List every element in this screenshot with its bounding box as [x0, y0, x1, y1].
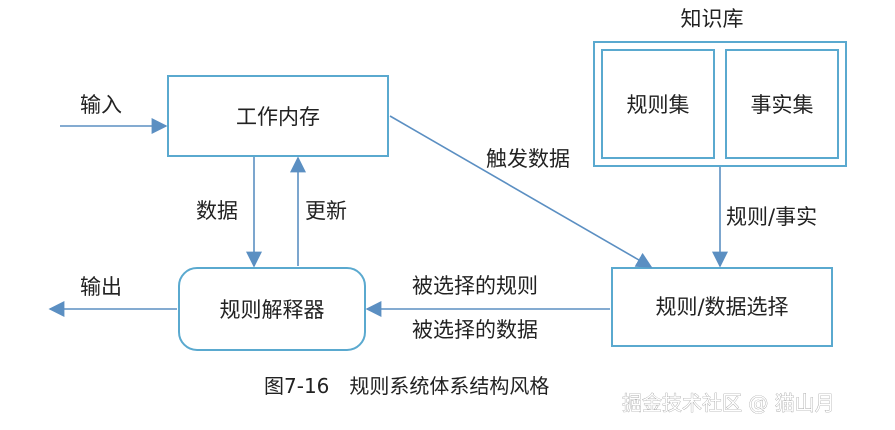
trigger-data-label: 触发数据	[486, 147, 570, 171]
update-edge: 更新	[290, 156, 347, 266]
input-label: 输入	[80, 93, 122, 117]
rule-interpreter-node: 规则解释器	[178, 267, 366, 351]
working-memory-node: 工作内存	[167, 75, 389, 157]
rules-facts-edge: 规则/事实	[712, 167, 817, 268]
rule-interpreter-label: 规则解释器	[220, 298, 325, 322]
data-label: 数据	[196, 199, 238, 223]
selected-edge: 被选择的规则 被选择的数据	[365, 274, 610, 342]
data-edge: 数据	[196, 157, 262, 268]
figure-caption: 图7-16 规则系统体系结构风格	[264, 374, 549, 398]
rule-data-selection-label: 规则/数据选择	[655, 295, 788, 319]
rule-data-selection-node: 规则/数据选择	[611, 267, 833, 347]
selected-rules-label: 被选择的规则	[412, 274, 538, 298]
watermark: 掘金技术社区 @ 猫山月	[622, 391, 835, 415]
working-memory-label: 工作内存	[236, 105, 320, 129]
rule-set-label: 规则集	[627, 93, 690, 117]
output-edge: 输出	[48, 275, 177, 317]
trigger-data-edge: 触发数据	[389, 115, 653, 268]
fact-set-label: 事实集	[751, 93, 814, 117]
input-edge: 输入	[60, 93, 168, 134]
update-label: 更新	[305, 199, 347, 223]
selected-data-label: 被选择的数据	[412, 318, 538, 342]
output-label: 输出	[80, 275, 122, 299]
knowledge-base-label: 知识库	[681, 7, 744, 31]
knowledge-base-node: 知识库 规则集 事实集	[593, 7, 847, 167]
rules-facts-label: 规则/事实	[726, 205, 817, 229]
